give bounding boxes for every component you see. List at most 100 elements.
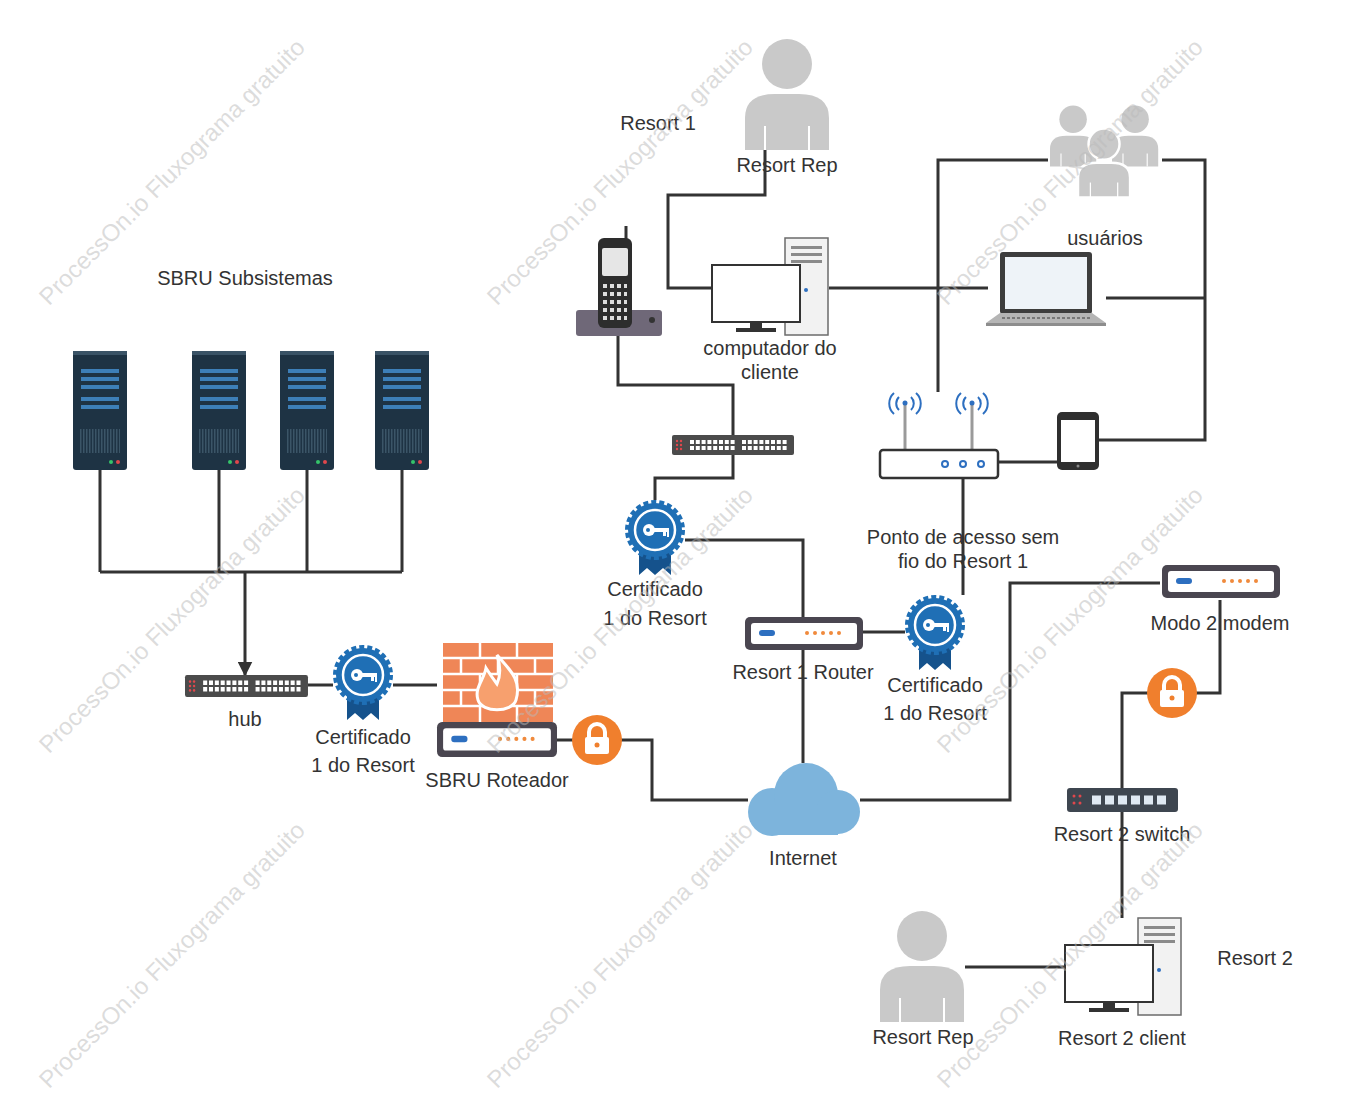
firewall-icon xyxy=(477,655,518,710)
person-icon xyxy=(1112,106,1158,167)
wire xyxy=(100,470,402,572)
laptop-icon xyxy=(1000,252,1092,314)
node-label: Certificado 1 do Resort xyxy=(600,575,710,633)
laptop-icon xyxy=(1005,257,1087,309)
laptop-icon xyxy=(986,313,1106,323)
firewall-icon xyxy=(443,643,553,722)
tablet-icon xyxy=(1057,412,1099,470)
phone-icon xyxy=(603,300,627,304)
modem-icon xyxy=(1162,565,1280,598)
node-label: Resort 1 Router xyxy=(713,660,893,684)
network-link xyxy=(965,966,1065,969)
certificate-icon xyxy=(627,502,683,575)
node-label: Certificado 1 do Resort xyxy=(880,671,990,727)
laptop-icon xyxy=(986,252,1106,326)
node-label: Ponto de acesso sem fio do Resort 1 xyxy=(856,525,1071,573)
network-link xyxy=(308,684,333,687)
node-label: SBRU Roteador xyxy=(412,768,582,792)
network-node: Resort Rep xyxy=(880,910,965,1022)
node-label: Modo 2 modem xyxy=(1135,611,1305,635)
node-label: Resort 2 client xyxy=(1042,1026,1202,1050)
network-node: Certificado 1 do Resort xyxy=(905,595,965,670)
phone-icon xyxy=(598,238,632,328)
network-node: Ponto de acesso sem fio do Resort 1 xyxy=(880,392,998,478)
phone-icon xyxy=(649,317,655,323)
network-node: Resort 1 Router xyxy=(745,617,863,650)
switch-icon xyxy=(1073,802,1076,805)
network-node: Resort Rep xyxy=(745,38,829,150)
network-node: SBRU Roteador xyxy=(437,643,557,757)
server-icon xyxy=(375,351,429,470)
laptop-icon xyxy=(1002,317,1090,319)
cloud-icon xyxy=(748,763,860,836)
node-label: usuários xyxy=(1045,226,1165,250)
node-label: Certificado 1 do Resort xyxy=(308,723,418,779)
person-icon xyxy=(1050,106,1096,167)
network-link xyxy=(244,572,247,675)
hub-icon xyxy=(185,675,308,697)
network-link xyxy=(863,631,905,634)
node-label: Resort Rep xyxy=(858,1025,988,1049)
node-label: hub xyxy=(205,707,285,731)
access-point-icon xyxy=(960,461,966,467)
router-icon xyxy=(745,617,863,650)
person-icon xyxy=(745,39,829,150)
server-icon xyxy=(280,351,334,470)
access-point-icon xyxy=(956,393,987,414)
switch-icon xyxy=(1079,802,1082,805)
server-icon xyxy=(192,351,246,470)
access-point-icon xyxy=(880,393,998,478)
area-label: Resort 1 xyxy=(620,112,696,135)
network-node: Resort 2 switch xyxy=(1067,788,1178,812)
node-label: SBRU Subsistemas xyxy=(135,266,355,290)
phone-icon xyxy=(603,316,627,320)
access-point-icon xyxy=(903,401,908,406)
access-point-icon xyxy=(889,393,920,414)
switch-icon xyxy=(1067,788,1178,812)
node-label: computador do cliente xyxy=(695,336,845,384)
network-node: Resort 2 client xyxy=(1065,918,1182,1015)
phone-icon xyxy=(602,248,628,276)
cloud-icon xyxy=(772,805,838,835)
network-node: Internet xyxy=(748,763,860,835)
lock-icon xyxy=(572,715,622,765)
watermark: ProcessOn.io Fluxograma gratuito xyxy=(33,481,310,758)
network-node: Certificado 1 do Resort xyxy=(333,645,393,720)
network-link xyxy=(860,583,1160,800)
network-node: SBRU Subsistemas xyxy=(60,265,430,572)
wire xyxy=(998,461,1057,464)
certificate-icon xyxy=(335,647,391,720)
phone-icon xyxy=(603,308,627,312)
network-link xyxy=(393,684,437,687)
firewall-icon xyxy=(443,643,553,722)
access-point-icon xyxy=(971,405,974,450)
switch-icon xyxy=(1073,795,1076,798)
certificate-icon xyxy=(907,597,963,670)
wire xyxy=(1099,160,1205,440)
access-point-icon xyxy=(978,461,984,467)
watermark: ProcessOn.io Fluxograma gratuito xyxy=(33,816,310,1093)
network-node: usuários xyxy=(1048,105,1162,215)
switch-icon xyxy=(672,435,794,455)
switch-icon xyxy=(1079,795,1082,798)
tablet-icon xyxy=(1057,412,1099,470)
phone-icon xyxy=(603,292,627,296)
network-node: Certificado 1 do Resort xyxy=(625,500,685,575)
area-label: Resort 2 xyxy=(1217,947,1293,970)
node-label: Resort 2 switch xyxy=(1032,822,1212,846)
server-icon xyxy=(73,351,127,470)
access-point-icon xyxy=(970,401,975,406)
node-label: Resort Rep xyxy=(727,153,847,177)
firewall-icon xyxy=(443,643,553,722)
access-point-icon xyxy=(880,450,998,478)
switch-icon xyxy=(1092,796,1166,805)
watermark: ProcessOn.io Fluxograma gratuito xyxy=(481,816,758,1093)
phone-icon xyxy=(603,284,627,288)
node-label: Internet xyxy=(743,846,863,870)
network-node: computador do cliente xyxy=(712,238,829,335)
computer-icon xyxy=(712,238,828,335)
wire xyxy=(655,455,733,500)
phone-icon xyxy=(576,226,662,336)
